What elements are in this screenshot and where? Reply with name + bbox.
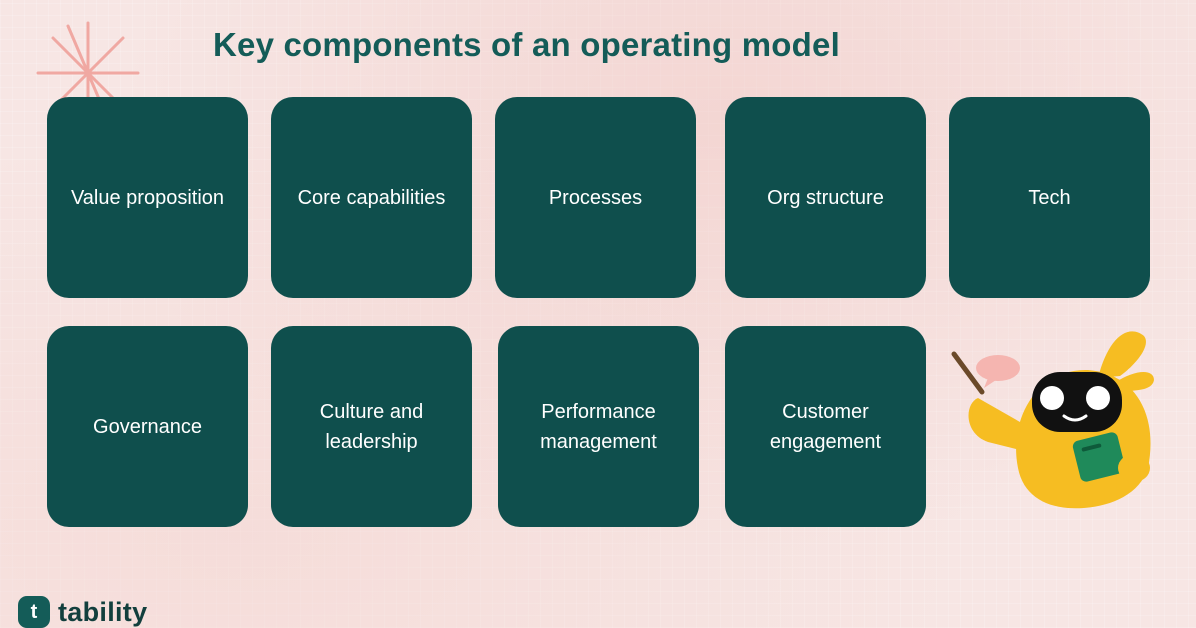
component-card-culture-leadership: Culture and leadership: [271, 326, 472, 527]
component-card-performance-management: Performance management: [498, 326, 699, 527]
tability-logo-icon: t: [18, 596, 50, 628]
component-card-org-structure: Org structure: [725, 97, 926, 298]
page-title: Key components of an operating model: [213, 26, 840, 63]
component-label: Performance management: [540, 400, 657, 453]
component-label: Customer engagement: [769, 400, 882, 453]
robot-mascot-icon: [951, 331, 1154, 509]
component-label: Governance: [93, 415, 202, 438]
component-label: Processes: [548, 186, 643, 209]
component-card-processes: Processes: [495, 97, 696, 298]
component-label: Culture and leadership: [319, 400, 424, 453]
component-label: Core capabilities: [297, 186, 446, 209]
component-card-core-capabilities: Core capabilities: [271, 97, 472, 298]
component-card-customer-engagement: Customer engagement: [725, 326, 926, 527]
brand-name: tability: [58, 596, 148, 627]
component-card-value-proposition: Value proposition: [47, 97, 248, 298]
component-card-tech: Tech: [949, 97, 1150, 298]
component-label: Org structure: [767, 186, 884, 209]
component-card-governance: Governance: [47, 326, 248, 527]
component-label: Tech: [1028, 186, 1071, 209]
component-label: Value proposition: [70, 186, 225, 209]
brand-logo: t tability: [18, 596, 147, 628]
